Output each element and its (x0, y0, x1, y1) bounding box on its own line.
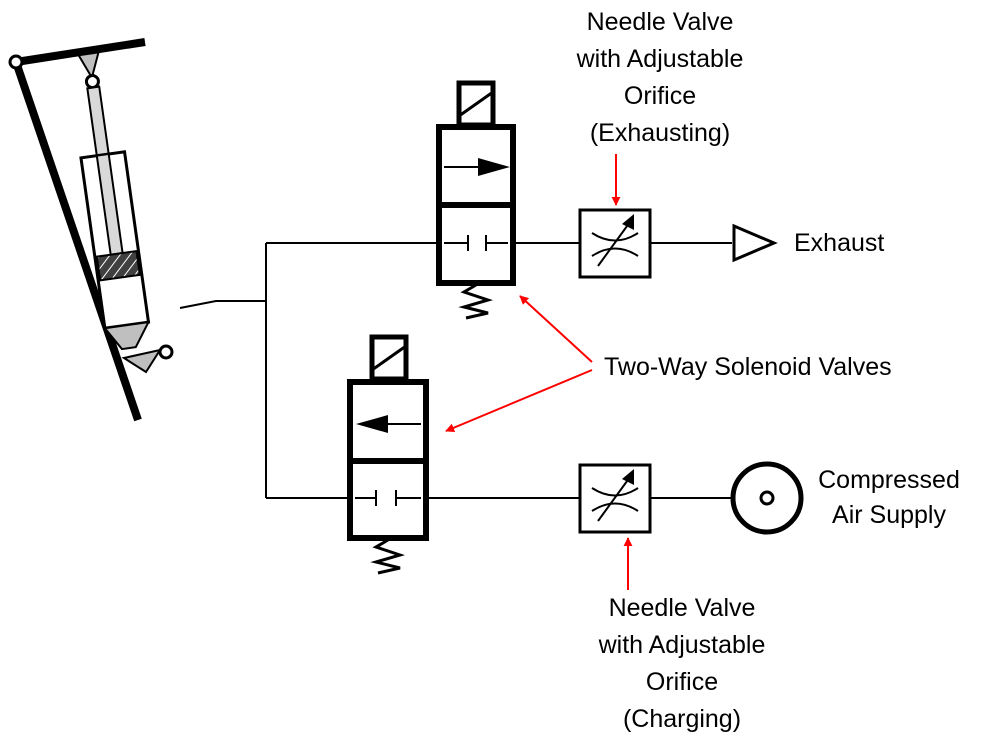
solenoid-valve-exhaust (436, 80, 516, 320)
adjustment-arrow-icon (597, 221, 631, 267)
label-line: Orifice (623, 82, 697, 110)
solenoid-valves-label: Two-Way Solenoid Valves (604, 353, 892, 381)
spring-icon (458, 283, 494, 320)
base-pivot-icon (158, 344, 174, 360)
top-beam (15, 38, 146, 66)
callout-arrow-upper-valve (519, 295, 593, 363)
label-line: Needle Valve (586, 8, 734, 36)
label-line: (Exhausting) (589, 119, 731, 147)
needle-valve-charging-label: Needle Valve with Adjustable Orifice (Ch… (562, 590, 802, 738)
needle-valve-exhausting-label: Needle Valve with Adjustable Orifice (Ex… (540, 4, 780, 152)
label-line: Air Supply (832, 501, 946, 529)
flow-arrow-icon (478, 158, 510, 176)
adjustment-arrow-icon (597, 476, 631, 522)
needle-valve-charging (578, 463, 652, 534)
air-supply-icon (730, 461, 804, 535)
label-line: Needle Valve (608, 594, 756, 622)
label-line: (Charging) (622, 705, 742, 733)
exhaust-triangle-icon (732, 223, 778, 263)
label-line: Compressed (818, 466, 960, 494)
label-line: Orifice (645, 668, 719, 696)
top-bracket (77, 51, 100, 81)
solenoid-valve-charging (347, 334, 429, 575)
flow-arrow-icon (356, 415, 388, 433)
lever-arm (12, 60, 142, 422)
callout-arrow-lower-valve (445, 369, 593, 433)
spring-icon (370, 538, 406, 575)
label-line: with Adjustable (576, 45, 744, 73)
piston (95, 249, 141, 282)
callout-arrows (445, 154, 633, 590)
base-bracket (121, 348, 163, 374)
bottom-bracket (102, 320, 151, 351)
needle-valve-exhaust (578, 208, 652, 279)
lever-mechanism (8, 38, 146, 422)
compressed-air-supply-label: Compressed Air Supply (804, 463, 974, 533)
exhaust-label: Exhaust (794, 229, 885, 257)
label-line: with Adjustable (598, 631, 766, 659)
lever-pivot-icon (8, 54, 24, 70)
pneumatic-cylinder (77, 51, 151, 351)
